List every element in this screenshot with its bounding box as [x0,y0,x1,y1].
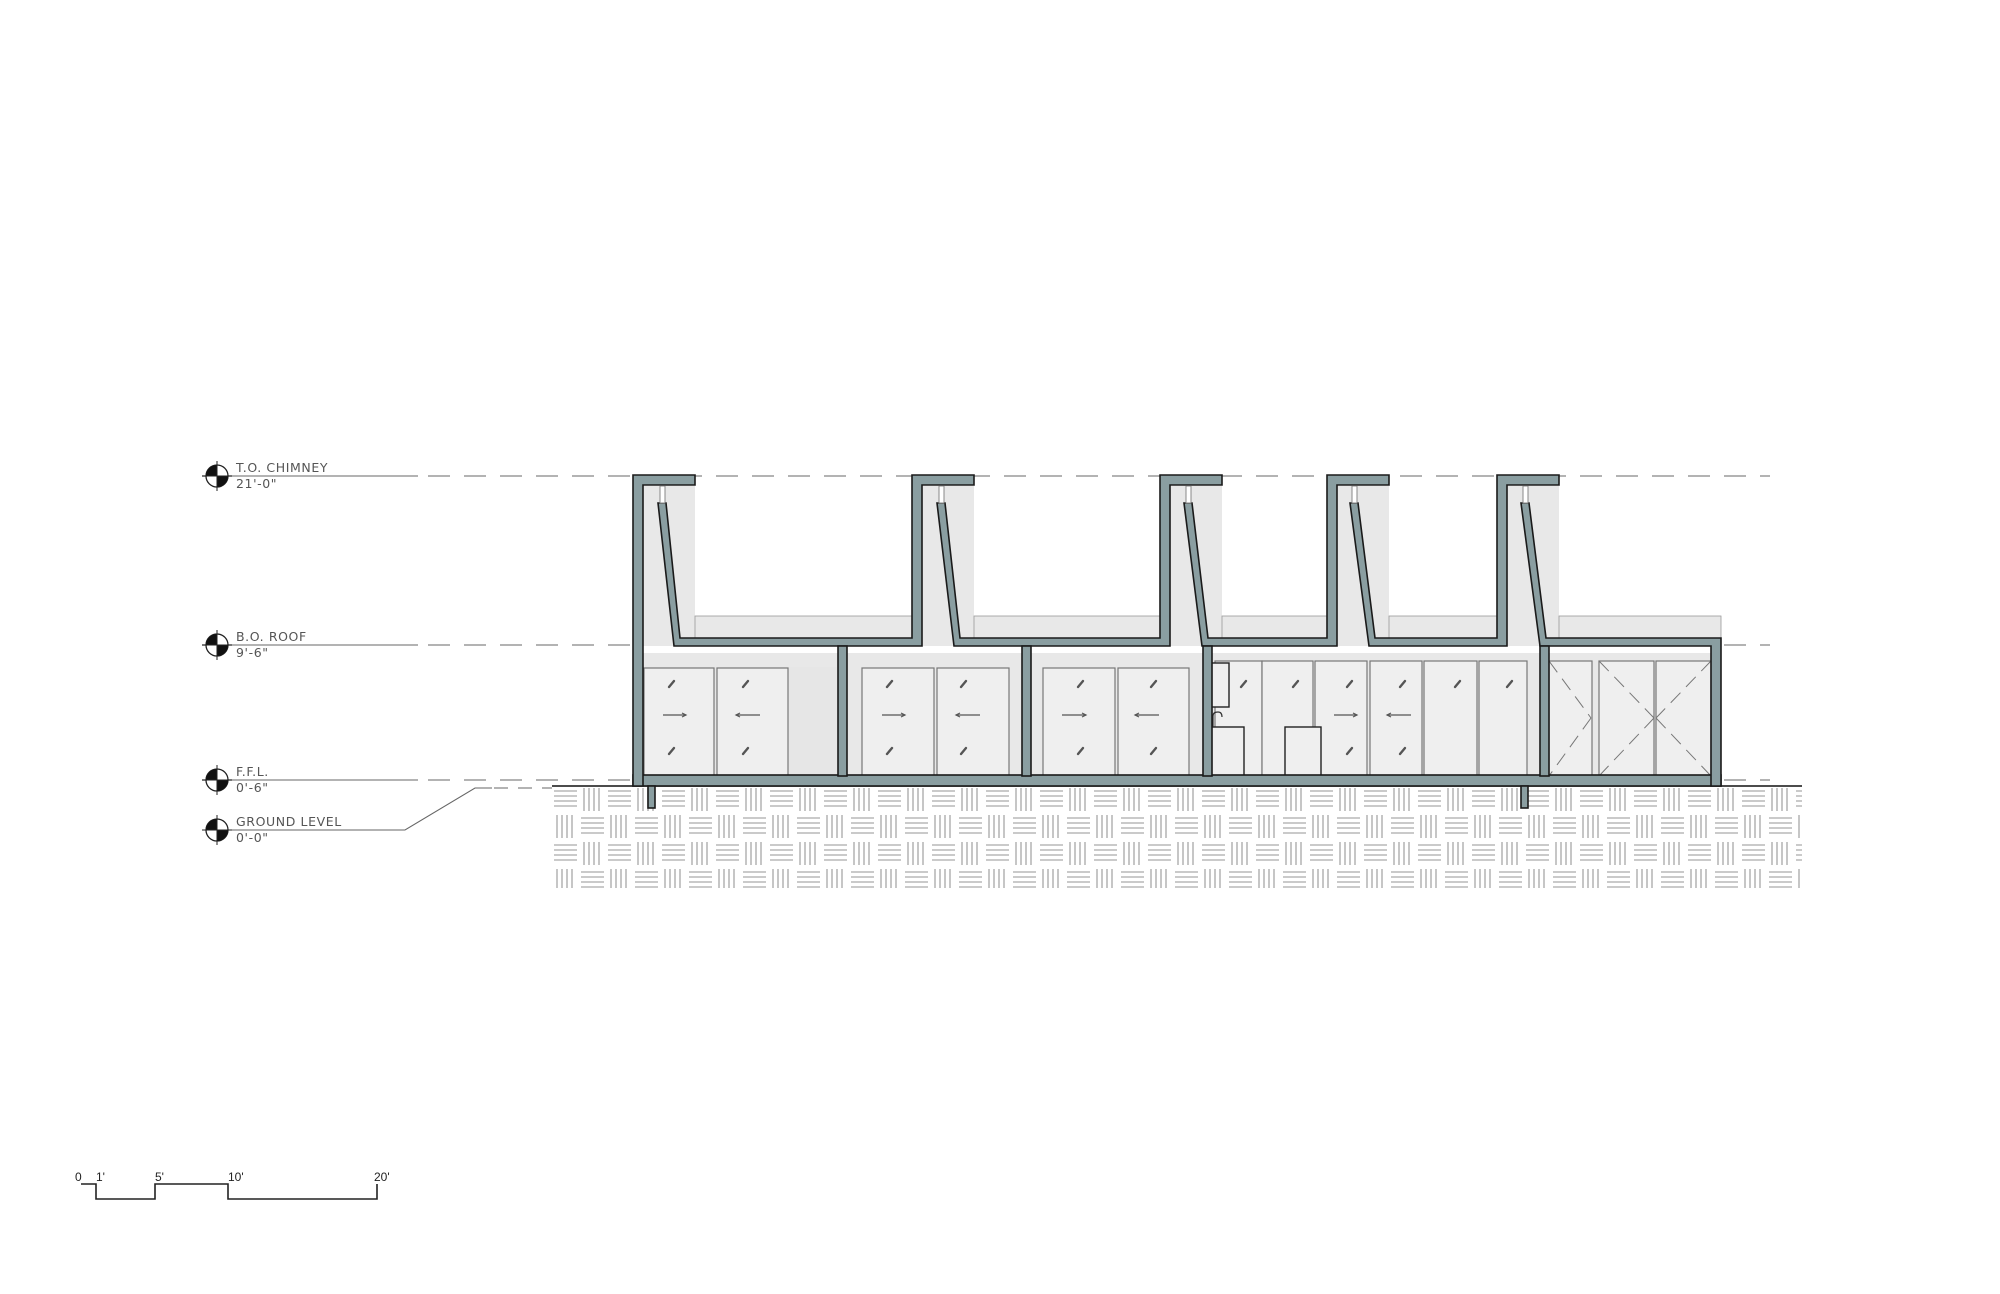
roof-segment-4 [1349,474,1560,647]
scale-bar: 0 1' 5' 10' 20' [75,1170,390,1200]
room-4-openings [1210,660,1528,777]
partition-wall [1539,645,1550,777]
level-marker-ffl: F.F.L. 0'-6" [202,764,269,795]
level-elevation: 9'-6" [236,645,269,660]
level-marker-ground: GROUND LEVEL 0'-0" [202,814,342,845]
level-marker-roof: B.O. ROOF 9'-6" [202,629,307,660]
door-handle-marks [667,679,1514,756]
level-name: T.O. CHIMNEY [235,460,328,475]
room-5-openings [1548,660,1712,777]
footing [1520,785,1529,809]
roof-segment-5 [1520,502,1722,787]
scale-label: 5' [155,1170,164,1184]
kitchen-counter [1210,662,1322,777]
scale-label: 10' [228,1170,244,1184]
partition-wall [1202,645,1213,777]
level-name: GROUND LEVEL [236,814,342,829]
level-name: F.F.L. [236,764,269,779]
scale-label: 1' [96,1170,105,1184]
structure [632,474,1722,809]
roof-segment-2 [936,474,1223,647]
partition-wall [837,645,848,777]
roof-segment-3 [1183,474,1390,647]
level-name: B.O. ROOF [236,629,307,644]
scale-label: 0 [75,1170,82,1184]
floor-slab [632,774,1722,787]
footing [647,785,656,809]
faucet-icon [1212,711,1223,727]
room-1-openings [643,667,838,777]
level-elevation: 0'-0" [236,830,269,845]
level-marker-chimney: T.O. CHIMNEY 21'-0" [202,460,328,491]
partition-wall [1021,645,1032,777]
chimney-1 [632,474,696,787]
sliding-operation-marks [663,712,1411,718]
scale-label: 20' [374,1170,390,1184]
chimney-dampers [659,485,1529,504]
level-elevation: 21'-0" [236,476,277,491]
ground-earth-hatch [552,785,1802,888]
level-elevation: 0'-6" [236,780,269,795]
